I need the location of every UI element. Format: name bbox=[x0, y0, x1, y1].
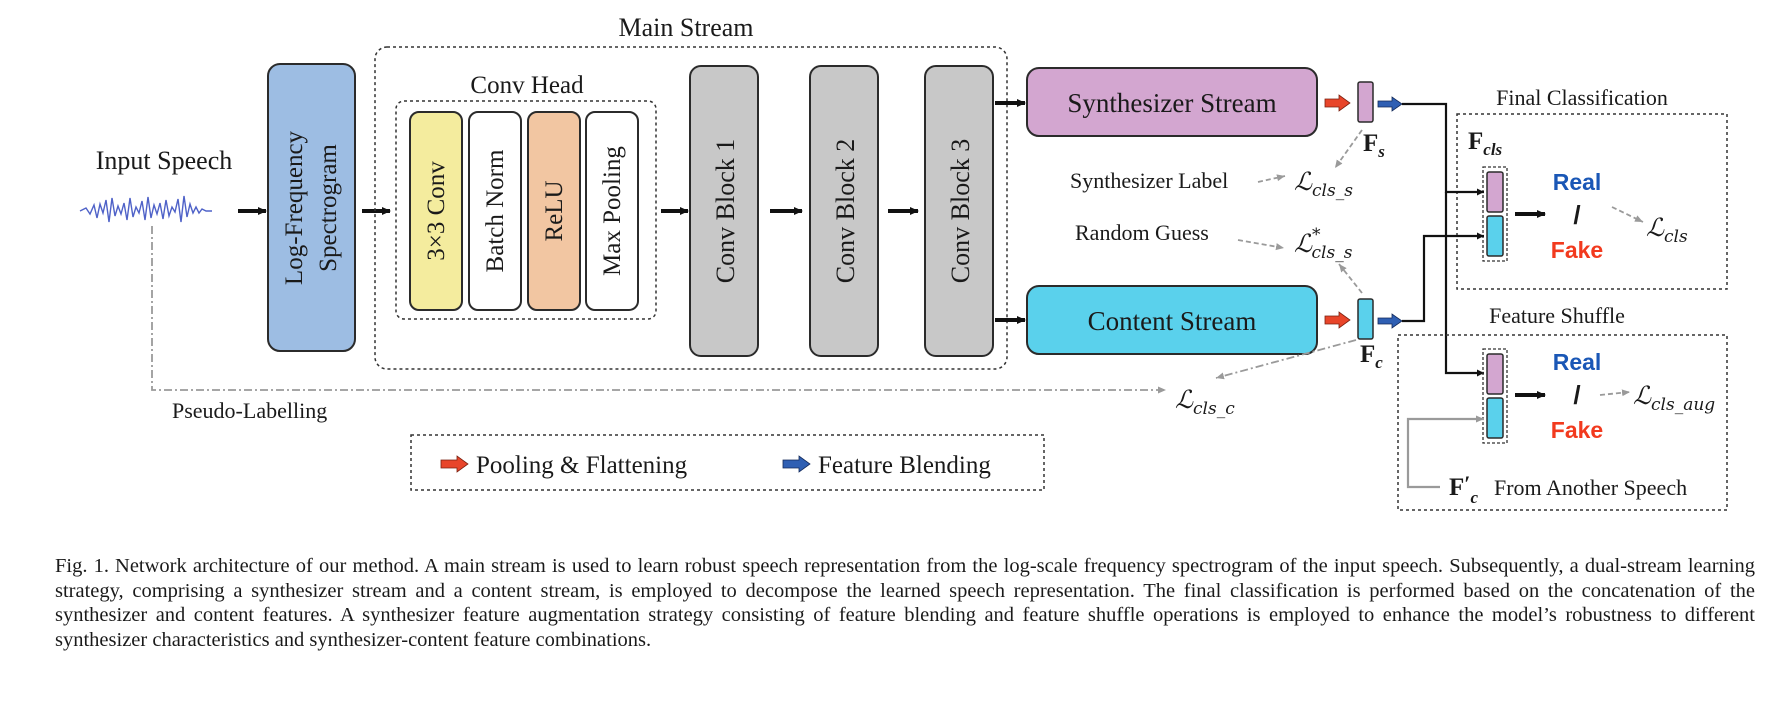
blend-arrow-content bbox=[1377, 313, 1403, 329]
blend-arrow-synth bbox=[1377, 96, 1403, 112]
conv-block-2 bbox=[809, 65, 879, 357]
content-stream-block bbox=[1026, 285, 1318, 355]
relu-label: ReLU bbox=[541, 180, 568, 241]
architecture-diagram: Input Speech Log-Frequency Spectrogram M… bbox=[79, 13, 1728, 511]
fcls-label: Fcls bbox=[1468, 128, 1503, 159]
fc-feature-bar bbox=[1357, 298, 1374, 340]
slash-label: / bbox=[1573, 200, 1580, 230]
conv-block-2-label: Conv Block 2 bbox=[831, 139, 860, 283]
real-label: Real bbox=[1553, 169, 1602, 195]
conv3x3-label: 3×3 Conv bbox=[423, 161, 450, 261]
arrow-randomguess-to-loss bbox=[1237, 239, 1285, 251]
feature-shuffle-title: Feature Shuffle bbox=[1489, 303, 1625, 328]
slash-label-shuffle: / bbox=[1573, 380, 1580, 410]
fs-label: Fs bbox=[1363, 130, 1385, 161]
fcls-synth-bar bbox=[1486, 171, 1504, 213]
legend-pooling-arrow bbox=[440, 455, 469, 473]
shuffle-concat-frame bbox=[1482, 348, 1508, 444]
shuffle-content-bar bbox=[1486, 397, 1504, 439]
legend-box bbox=[410, 434, 1045, 491]
conv-block-3 bbox=[924, 65, 994, 357]
maxpool-block bbox=[585, 111, 639, 311]
fake-label: Fake bbox=[1551, 237, 1603, 263]
arrow-fs-to-loss-s bbox=[1334, 129, 1363, 169]
arrow-synthlabel-to-loss bbox=[1257, 174, 1286, 183]
legend-blending-label: Feature Blending bbox=[818, 452, 991, 479]
arrow-fc-to-loss-s-star bbox=[1338, 263, 1363, 294]
main-stream-title: Main Stream bbox=[618, 13, 753, 42]
from-another-speech-label: From Another Speech bbox=[1494, 475, 1687, 500]
content-stream-label: Content Stream bbox=[1088, 306, 1257, 336]
batchnorm-label: Batch Norm bbox=[482, 149, 509, 272]
conv-block-1-label: Conv Block 1 bbox=[711, 139, 740, 283]
conv-head-container bbox=[395, 100, 657, 320]
pool-arrow-content bbox=[1324, 311, 1351, 329]
relu-block bbox=[527, 111, 581, 311]
loss-cls-s: ℒcls_s bbox=[1294, 167, 1353, 201]
conv-head-title: Conv Head bbox=[470, 72, 584, 99]
caption-text: Network architecture of our method. A ma… bbox=[55, 555, 1755, 651]
spectrogram-label-line2: Spectrogram bbox=[315, 144, 342, 272]
real-label-shuffle: Real bbox=[1553, 349, 1602, 375]
fcls-content-bar bbox=[1486, 215, 1504, 257]
arrow-decision-to-loss-cls bbox=[1611, 206, 1644, 223]
route-fc-prime-to-shuffle bbox=[1406, 415, 1484, 489]
legend-pooling-label: Pooling & Flattening bbox=[476, 452, 688, 479]
pseudo-labelling-label: Pseudo-Labelling bbox=[172, 398, 327, 423]
input-speech-label: Input Speech bbox=[96, 146, 232, 175]
final-classification-title: Final Classification bbox=[1496, 85, 1668, 110]
random-guess-text: Random Guess bbox=[1075, 220, 1209, 245]
fc-label: Fc bbox=[1360, 341, 1383, 372]
fs-feature-bar bbox=[1357, 81, 1374, 123]
arrow-decision-to-loss-aug bbox=[1599, 389, 1631, 397]
fc-prime-label: F′c bbox=[1449, 471, 1478, 507]
fcls-concat-frame bbox=[1482, 166, 1508, 262]
batchnorm-block bbox=[468, 111, 522, 311]
legend-blending-arrow bbox=[782, 455, 811, 473]
pool-arrow-synth bbox=[1324, 94, 1351, 112]
figure-number: Fig. 1. bbox=[55, 555, 110, 577]
feature-shuffle-container bbox=[1397, 334, 1728, 511]
spectrogram-label-line1: Log-Frequency bbox=[281, 130, 308, 285]
maxpool-label: Max Pooling bbox=[599, 146, 626, 276]
main-stream-container bbox=[374, 46, 1008, 370]
conv3x3-block bbox=[409, 111, 463, 311]
loss-cls-c: ℒcls_c bbox=[1175, 385, 1235, 419]
final-classification-container bbox=[1456, 113, 1728, 290]
conv-block-3-label: Conv Block 3 bbox=[946, 139, 975, 283]
route-fs-to-shuffle bbox=[1444, 192, 1484, 377]
shuffle-synth-bar bbox=[1486, 353, 1504, 395]
conv-block-1 bbox=[689, 65, 759, 357]
synth-stream-block bbox=[1026, 67, 1318, 137]
waveform-icon bbox=[79, 195, 212, 223]
pseudo-labelling-path bbox=[151, 226, 1166, 394]
fake-label-shuffle: Fake bbox=[1551, 417, 1603, 443]
loss-cls-s-star: ℒ*cls_s bbox=[1294, 225, 1353, 263]
synth-stream-label: Synthesizer Stream bbox=[1067, 88, 1276, 118]
route-fs-to-fcls bbox=[1402, 102, 1484, 196]
spectrogram-block bbox=[267, 63, 356, 352]
route-fc-to-fcls bbox=[1402, 232, 1484, 323]
synth-label-text: Synthesizer Label bbox=[1070, 168, 1228, 193]
loss-cls: ℒcls bbox=[1646, 213, 1688, 247]
loss-cls-aug: ℒcls_aug bbox=[1633, 381, 1715, 415]
figure-caption: Fig. 1.Network architecture of our metho… bbox=[55, 554, 1755, 652]
